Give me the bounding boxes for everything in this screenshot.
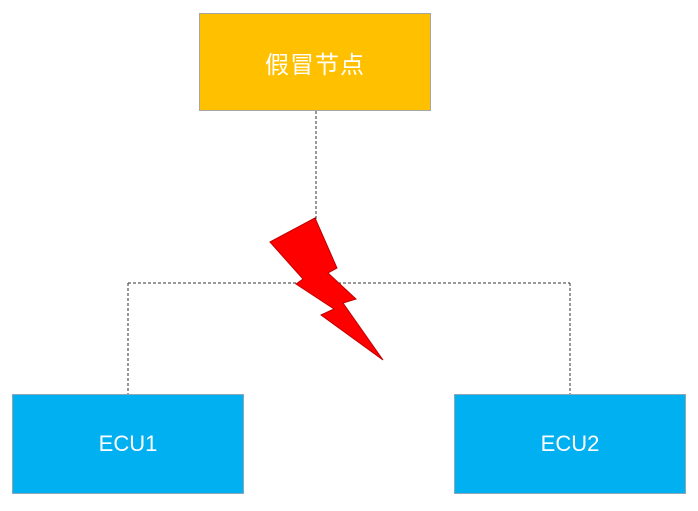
ecu2-box: ECU2 xyxy=(454,394,686,494)
fake-node-box: 假冒节点 xyxy=(199,13,431,111)
bus-connectors xyxy=(127,111,571,394)
fake-node-label: 假冒节点 xyxy=(265,50,365,79)
ecu2-label: ECU2 xyxy=(540,431,600,456)
ecu1-label: ECU1 xyxy=(98,431,158,456)
ecu1-box: ECU1 xyxy=(12,394,244,494)
lightning-bolt-icon xyxy=(269,217,384,361)
